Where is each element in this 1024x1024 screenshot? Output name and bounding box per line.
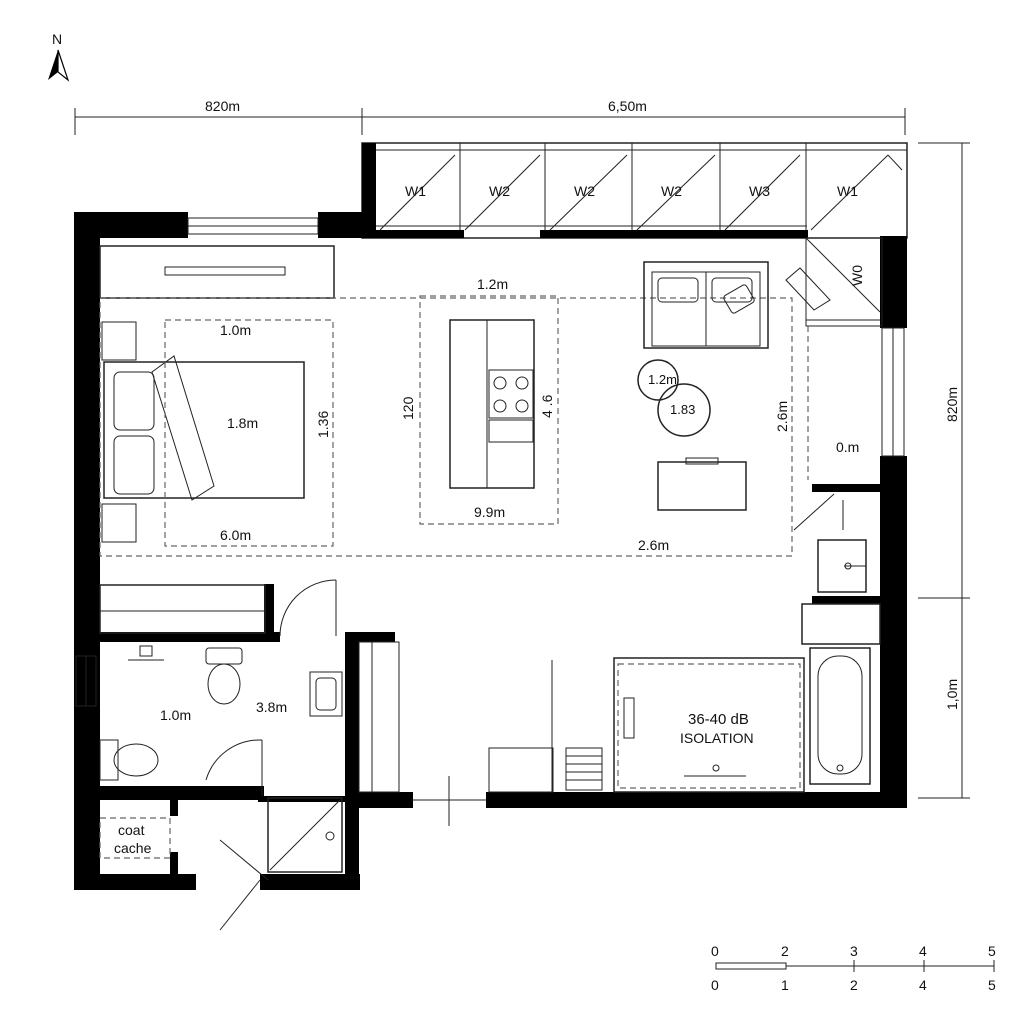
closet (99, 579, 337, 637)
kitchen-dim-top: 1.2m (477, 276, 508, 292)
right-dimensions: 820m 1,0m (918, 142, 970, 799)
right-room: W0 0.m (785, 237, 883, 593)
scale-bottom-2: 2 (850, 977, 858, 993)
dim-top-left: 820m (205, 98, 240, 114)
bath-area: 36-40 dB ISOLATION (413, 603, 881, 826)
north-arrow: N (48, 31, 70, 82)
hall-storage (358, 641, 400, 793)
top-dimensions: 820m 6,50m (74, 98, 906, 135)
kitchen-dim-right: 4 .6 (539, 394, 555, 418)
coat-label-2: cache (114, 840, 152, 856)
scale-top-0: 0 (711, 943, 719, 959)
scale-top-2: 3 (850, 943, 858, 959)
bathroom: 1.0m 3.8m (99, 645, 343, 796)
dim-top-right: 6,50m (608, 98, 647, 114)
kitchen-island: 1.2m 120 4 .6 9.9m (400, 276, 559, 525)
counter (801, 603, 881, 645)
toilet-icon (99, 739, 119, 781)
isolation-line-2: ISOLATION (680, 730, 754, 746)
window-side-label: W0 (849, 265, 865, 286)
coat-label-1: coat (118, 822, 145, 838)
bathroom-dim-right: 3.8m (256, 699, 287, 715)
scale-bar: 0 2 3 4 5 0 1 2 4 5 (711, 943, 996, 993)
nightstand-icon (101, 503, 137, 543)
window-label-1: W1 (405, 183, 426, 199)
kitchen-dim-left: 120 (400, 396, 416, 420)
scale-bottom-0: 0 (711, 977, 719, 993)
window-label-5: W3 (749, 183, 770, 199)
toilet-icon (205, 647, 243, 665)
bedroom-window (187, 217, 319, 235)
scale-top-4: 5 (988, 943, 996, 959)
coat-closet: coat cache (99, 817, 171, 859)
living-dim-side: 0.m (836, 439, 859, 455)
scale-bottom-3: 4 (919, 977, 927, 993)
radiator-icon (565, 747, 603, 791)
shower (219, 797, 343, 931)
bedroom-dim-top: 1.0m (220, 322, 251, 338)
bathtub-icon (809, 647, 871, 785)
door-swing-icon (279, 579, 337, 637)
round-table-icon (637, 359, 679, 401)
circle-label-a: 1.2m (648, 372, 677, 387)
sink-icon (309, 671, 343, 717)
isolation-line-1: 36-40 dB (688, 711, 749, 728)
nightstand-icon (101, 321, 137, 361)
living-dim-vertical: 2.6m (774, 401, 790, 432)
bedroom: 1.0m 1.8m 1.36 6.0m (99, 245, 335, 547)
scale-top-1: 2 (781, 943, 789, 959)
scale-bottom-4: 5 (988, 977, 996, 993)
isolation-zone (617, 663, 801, 789)
cabinet (488, 747, 554, 793)
north-arrow-icon (48, 50, 58, 80)
window-label-3: W2 (574, 183, 595, 199)
wardrobe (99, 245, 335, 299)
circle-label-b: 1.83 (670, 402, 695, 417)
scale-top-3: 4 (919, 943, 927, 959)
scale-bottom-1: 1 (781, 977, 789, 993)
door-swing-icon (793, 493, 835, 531)
window-label-4: W2 (661, 183, 682, 199)
window-label-2: W2 (489, 183, 510, 199)
kitchen-dim-bottom: 9.9m (474, 504, 505, 520)
window-label-6: W1 (837, 183, 858, 199)
bathroom-dim-left: 1.0m (160, 707, 191, 723)
round-table-icon (657, 383, 711, 437)
sofa-icon (643, 261, 769, 349)
living-zone (99, 297, 793, 557)
window-bay: W1 W2 W2 W2 W3 W1 (361, 142, 908, 239)
shower-icon (267, 797, 343, 873)
dim-right-upper: 820m (944, 387, 960, 422)
bed-label: 1.8m (227, 415, 258, 431)
bed-icon (103, 361, 305, 499)
table-icon (657, 461, 747, 511)
living-area: 1.2m 1.83 2.6m 2.6m (637, 261, 790, 553)
bedroom-dim-right: 1.36 (315, 411, 331, 438)
lamp-icon (785, 267, 831, 311)
side-window (75, 327, 905, 707)
dim-right-lower: 1,0m (944, 679, 960, 710)
cooktop-icon (488, 369, 534, 419)
door-swing-icon (205, 739, 263, 781)
living-dim-bottom: 2.6m (638, 537, 669, 553)
bedroom-dim-bottom: 6.0m (220, 527, 251, 543)
walls (74, 143, 907, 890)
north-label: N (52, 31, 62, 47)
